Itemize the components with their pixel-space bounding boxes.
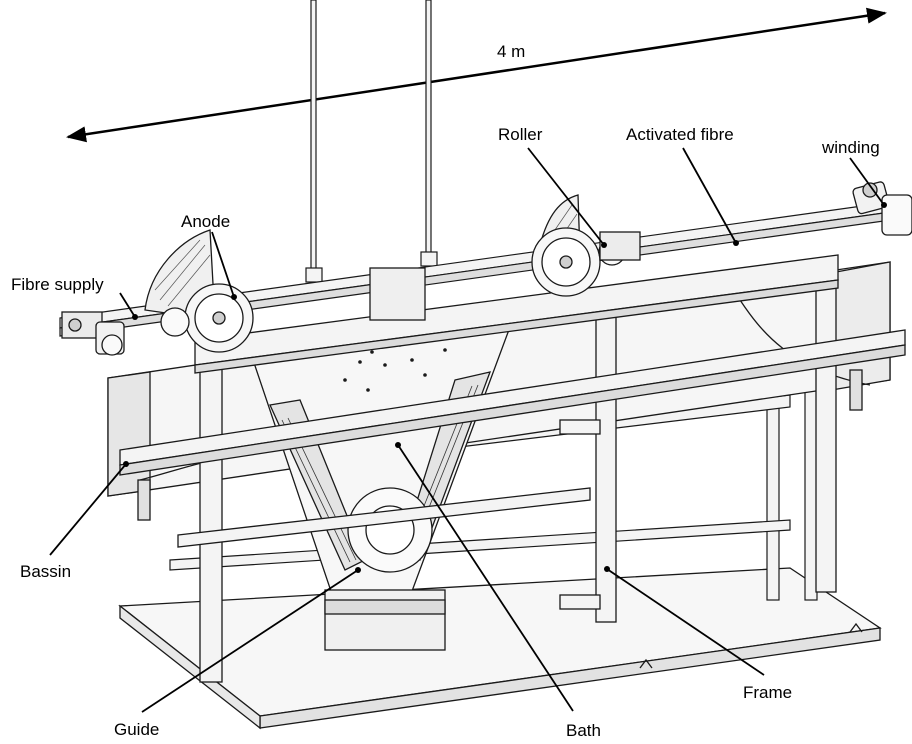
leader-bassin xyxy=(49,463,127,556)
front-frame xyxy=(119,254,906,683)
leader-frame xyxy=(606,568,765,676)
fibre-supply-unit xyxy=(61,311,125,356)
leader-anode xyxy=(211,231,235,298)
label-winding: winding xyxy=(822,138,880,157)
winding-unit xyxy=(852,181,912,236)
label-roller: Roller xyxy=(498,125,543,144)
anode-wheel-left xyxy=(144,229,254,353)
suspension-rods xyxy=(305,0,438,283)
label-guide: Guide xyxy=(114,720,160,739)
dimension-label: 4 m xyxy=(497,42,526,61)
base-plate xyxy=(118,567,882,730)
leader-winding xyxy=(849,157,885,206)
label-fibre-supply: Fibre supply xyxy=(11,275,104,294)
label-bassin: Bassin xyxy=(20,562,72,581)
leader-dots xyxy=(123,202,887,573)
leader-activated-fibre xyxy=(682,147,737,244)
leader-bath xyxy=(397,444,574,712)
leader-lines xyxy=(49,147,885,713)
label-anode: Anode xyxy=(181,212,231,231)
anode-wheel-right xyxy=(531,194,641,297)
label-frame: Frame xyxy=(743,683,793,702)
leader-roller xyxy=(527,147,605,246)
leader-fibre-supply xyxy=(119,292,136,318)
label-activated-fibre: Activated fibre xyxy=(626,125,734,144)
leader-guide xyxy=(141,569,359,713)
label-bath: Bath xyxy=(566,721,601,740)
dimension-arrow xyxy=(66,7,887,143)
